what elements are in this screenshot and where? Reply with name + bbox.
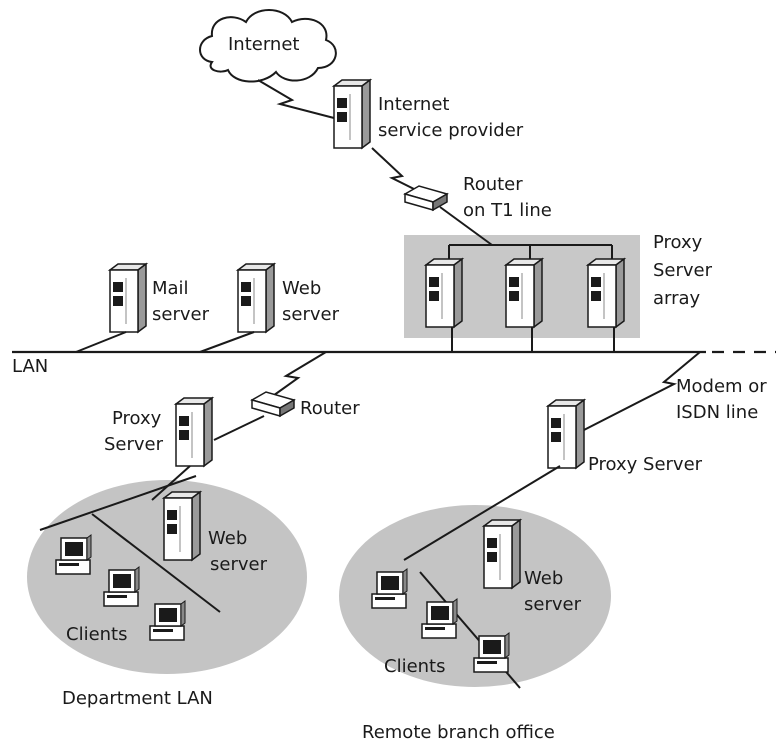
- remote-web-label-1: Web: [524, 568, 563, 589]
- dept-web-label-1: Web: [208, 528, 247, 549]
- remote-proxy-label: Proxy Server: [588, 454, 703, 475]
- dept-clients-label: Clients: [66, 624, 128, 645]
- router-label: Router: [300, 398, 360, 419]
- remote-client-2-icon: [421, 598, 458, 639]
- dept-client-2-icon: [103, 566, 140, 607]
- remote-web-label-2: server: [524, 594, 582, 615]
- isp-label-2: service provider: [378, 120, 524, 141]
- lan-web-server-icon: [237, 263, 275, 333]
- department-lan-region: [27, 480, 307, 674]
- lan-label: LAN: [12, 356, 48, 377]
- remote-clients-label: Clients: [384, 656, 446, 677]
- array-proxy-server-1-icon: [425, 258, 463, 328]
- isp-label-1: Internet: [378, 94, 449, 115]
- remote-client-1-icon: [371, 568, 408, 609]
- dept-client-1-icon: [55, 534, 92, 575]
- dept-router-icon: [251, 391, 295, 417]
- proxy-array-label-2: Server: [653, 260, 713, 281]
- dept-web-server-icon: [163, 491, 201, 561]
- dept-lan-bus-1: [39, 475, 197, 531]
- dept-proxy-server-icon: [175, 397, 213, 467]
- internet-label: Internet: [228, 34, 299, 55]
- modem-isdn-link: [579, 351, 701, 433]
- remote-office-label: Remote branch office: [362, 722, 555, 743]
- array-proxy-server-3-icon: [587, 258, 625, 328]
- internet-to-isp-link: [257, 79, 335, 119]
- isp-to-router-link: [371, 147, 417, 191]
- remote-client-3-icon: [473, 632, 510, 673]
- dept-lan-label: Department LAN: [62, 688, 213, 709]
- proxy-array-label-3: array: [653, 288, 701, 309]
- dept-proxy-label-1: Proxy: [112, 408, 162, 429]
- router-t1-label-1: Router: [463, 174, 523, 195]
- mail-server-icon: [109, 263, 147, 333]
- router-to-dept-proxy-link: [213, 415, 265, 441]
- proxy-array-label-1: Proxy: [653, 232, 703, 253]
- web-label-1: Web: [282, 278, 321, 299]
- mail-label-2: server: [152, 304, 210, 325]
- remote-web-server-icon: [483, 519, 521, 589]
- router-t1-label-2: on T1 line: [463, 200, 552, 221]
- router-to-array-link: [439, 206, 493, 246]
- remote-proxy-server-icon: [547, 399, 585, 469]
- modem-label-1: Modem or: [676, 376, 767, 397]
- lan-to-dept-router-link: [269, 351, 327, 399]
- web-label-2: server: [282, 304, 340, 325]
- internet-cloud: [199, 9, 337, 83]
- remote-office-region: [339, 505, 611, 687]
- array-proxy-server-2-icon: [505, 258, 543, 328]
- modem-label-2: ISDN line: [676, 402, 758, 423]
- dept-proxy-label-2: Server: [104, 434, 164, 455]
- dept-lan-bus-2: [91, 513, 221, 613]
- dept-web-label-2: server: [210, 554, 268, 575]
- remote-proxy-to-lan-link: [403, 465, 561, 561]
- isp-server-icon: [333, 79, 371, 149]
- mail-label-1: Mail: [152, 278, 189, 299]
- dept-client-3-icon: [149, 600, 186, 641]
